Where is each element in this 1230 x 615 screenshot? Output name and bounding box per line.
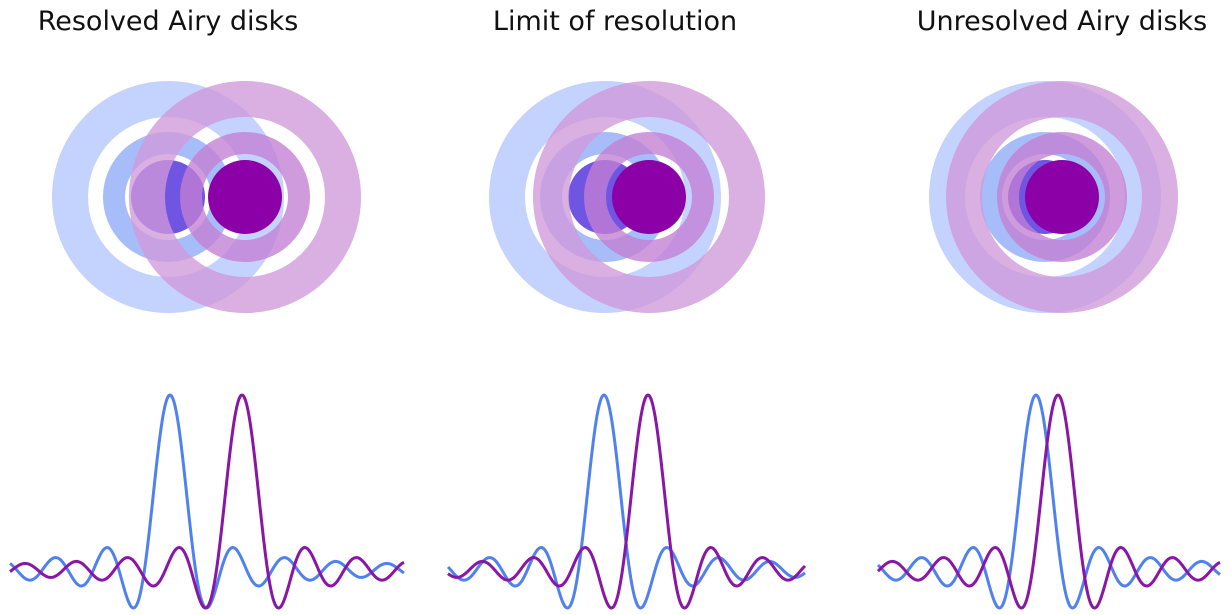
purple-airy-disk-inner-ring (180, 132, 310, 262)
airy-disks-unresolved (929, 81, 1178, 313)
panel-title-unresolved: Unresolved Airy disks (916, 6, 1208, 37)
airy-disks-limit (489, 81, 765, 313)
purple-airy-disk-core (208, 160, 282, 234)
intensity-profiles-unresolved (876, 393, 1221, 610)
blue-intensity-curve (876, 393, 1221, 610)
panel-unresolved (876, 81, 1221, 610)
purple-airy-disk-outer-ring (946, 81, 1178, 313)
intensity-profiles-limit (446, 393, 807, 610)
purple-airy-disk-inner-ring (584, 132, 714, 262)
purple-airy-disk-core (1025, 160, 1099, 234)
purple-intensity-curve (876, 393, 1221, 610)
blue-intensity-curve (9, 393, 405, 610)
panel-limit (446, 81, 807, 610)
airy-disks-resolved (52, 81, 361, 313)
panel-title-limit: Limit of resolution (492, 6, 738, 37)
purple-airy-disk-outer-ring (533, 81, 765, 313)
purple-intensity-curve (447, 393, 807, 610)
purple-airy-disk-core (612, 160, 686, 234)
purple-intensity-curve (9, 393, 405, 610)
purple-airy-disk-outer-ring (129, 81, 361, 313)
purple-airy-disk-inner-ring (997, 132, 1127, 262)
panel-resolved (9, 81, 405, 610)
panel-title-resolved: Resolved Airy disks (37, 6, 299, 37)
intensity-profiles-resolved (9, 393, 405, 610)
